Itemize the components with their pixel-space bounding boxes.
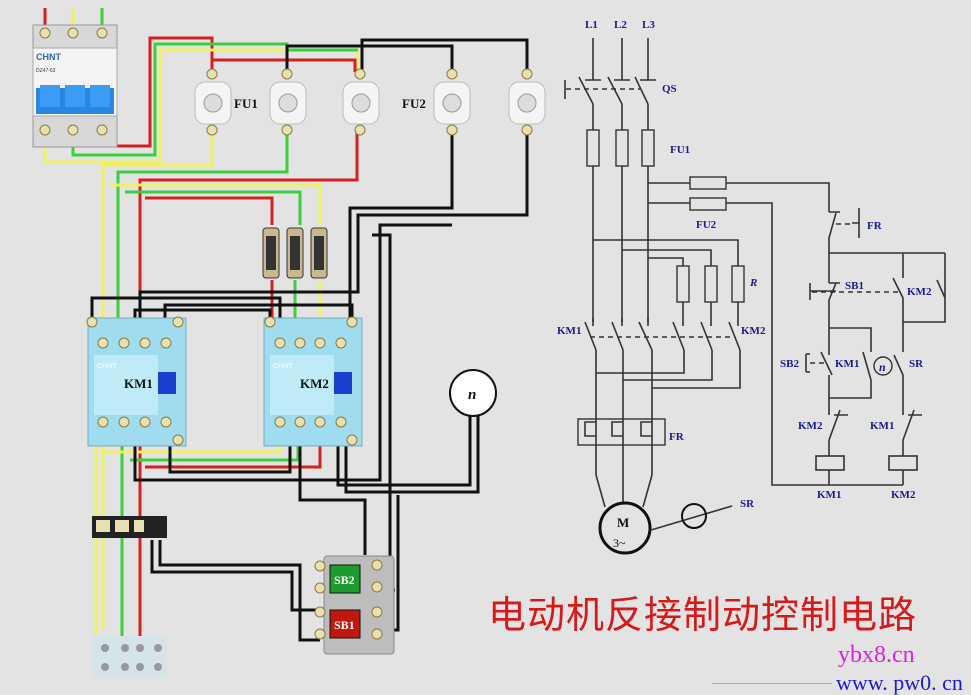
sb2-button[interactable] (329, 564, 361, 594)
sr-contact-label: SR (909, 358, 924, 370)
l1-label: L1 (585, 19, 598, 31)
sb2-label: SB2 (334, 573, 355, 587)
fuse-holders: FU1 FU2 (194, 68, 546, 136)
km1-hold-label: KM1 (835, 358, 859, 370)
push-button-box: SB2 SB1 (314, 555, 395, 655)
fu2-label: FU2 (402, 96, 426, 111)
motor-type: 3~ (613, 536, 626, 550)
km2-brand: CHNT (273, 363, 293, 370)
l3-label: L3 (642, 19, 655, 31)
resistor-label: R (749, 277, 757, 289)
km1-interlock-label: KM1 (870, 420, 894, 432)
speed-relay: n (449, 369, 497, 417)
speed-relay-symbol: n (468, 387, 476, 403)
sr-symbol: n (879, 360, 886, 374)
sb1-label: SB1 (334, 618, 355, 632)
diagram-title: 电动机反接制动控制电路 (488, 593, 918, 637)
fuse-holder (194, 68, 232, 136)
km1-label: KM1 (124, 376, 153, 391)
km2-coil (888, 455, 918, 471)
fr-contact-label: FR (867, 220, 883, 232)
watermark-primary: ybx8.cn (838, 642, 915, 668)
divider (712, 683, 832, 684)
braking-resistors (262, 227, 328, 279)
fuse-holder (433, 68, 471, 136)
terminal-block (92, 636, 167, 678)
fu1-schematic-label: FU1 (670, 144, 690, 156)
motor-label: M (617, 515, 629, 530)
fuse-holder (269, 68, 307, 136)
contactor-km1: CHNT KM1 (86, 316, 187, 447)
qs-label: QS (662, 83, 677, 95)
km2-hold-label: KM2 (907, 286, 932, 298)
km2-main-label: KM2 (741, 325, 766, 337)
fu2-schematic-label: FU2 (696, 219, 717, 231)
km1-coil (815, 455, 845, 471)
km1-coil-label: KM1 (817, 489, 841, 501)
breaker-brand: CHNT (36, 52, 61, 62)
schematic: L1 L2 L3 QS FU1 FU2 FR R KM1 KM2 FR (557, 19, 946, 555)
km2-interlock-label: KM2 (798, 420, 823, 432)
circuit-breaker: CHNT DZ47-63 (32, 24, 118, 148)
contactor-km2: CHNT KM2 (263, 316, 363, 447)
breaker-model: DZ47-63 (36, 68, 56, 74)
sr-label: SR (740, 498, 755, 510)
watermark-secondary: www. pw0. cn (836, 670, 963, 695)
fr-thermal-label: FR (669, 431, 685, 443)
km2-label: KM2 (300, 376, 329, 391)
km2-coil-label: KM2 (891, 489, 916, 501)
sb1-schematic-label: SB1 (845, 280, 864, 292)
l2-label: L2 (614, 19, 627, 31)
sb1-button[interactable] (329, 609, 361, 639)
km1-brand: CHNT (97, 363, 117, 370)
km1-main-label: KM1 (557, 325, 581, 337)
fuse-holder (342, 68, 380, 136)
sb2-schematic-label: SB2 (780, 358, 799, 370)
thermal-relay (92, 516, 167, 538)
fuse-holder (508, 68, 546, 136)
fu1-label: FU1 (234, 96, 258, 111)
